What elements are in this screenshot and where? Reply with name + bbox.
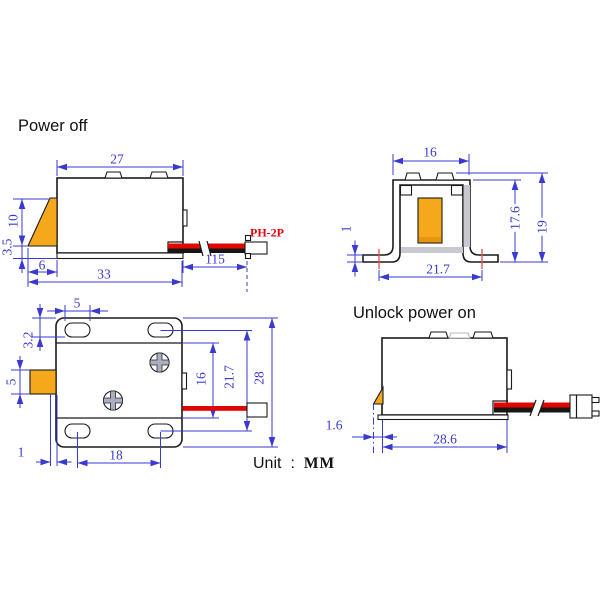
cable-power-off — [168, 234, 268, 260]
dim-label-flange-gap: 16 — [193, 372, 209, 386]
lock-body-side — [56, 177, 184, 254]
bottom-shading — [401, 247, 463, 253]
base-plate-side — [56, 252, 184, 260]
top-bump — [428, 331, 449, 339]
corner-boss — [399, 184, 413, 196]
top-bump — [472, 331, 494, 339]
ph2p-connector — [246, 402, 268, 418]
dim-label-slot-length: 5 — [73, 295, 81, 311]
phillips-screw — [102, 390, 124, 411]
dim-label-body-depth: 28 — [251, 371, 267, 385]
unlock-dimensions — [352, 403, 508, 453]
latch-bolt-top — [29, 369, 57, 395]
dim-label-bolt-extend: 6 — [38, 257, 46, 273]
connector-type-label: PH-2P — [250, 225, 284, 240]
dim-label-height-total: 19 — [534, 218, 550, 236]
phillips-screw — [149, 352, 170, 373]
dim-label-body-width: 27 — [110, 151, 124, 167]
unit-note: Unit: MM — [253, 455, 335, 473]
dim-label-slot-inset: 3.2 — [20, 331, 36, 349]
ph2p-connector — [244, 241, 268, 255]
wall-shading — [463, 185, 470, 247]
dim-label-hole-pitch: 18 — [109, 447, 123, 463]
power-off-dimensions — [13, 160, 248, 292]
cable-top-view — [182, 402, 268, 418]
top-bump-hidden — [448, 332, 471, 339]
dim-label-overall-length: 33 — [97, 266, 111, 282]
top-bump — [435, 172, 455, 181]
top-bump — [404, 172, 422, 181]
dim-label-foot-span: 21.7 — [426, 261, 450, 277]
unit-separator: : — [290, 455, 295, 472]
top-bump — [104, 171, 123, 179]
side-tab — [182, 209, 188, 227]
end-view — [347, 154, 548, 281]
dim-label-bolt-width: 5 — [3, 378, 19, 386]
dim-label-retract: 1.6 — [325, 417, 343, 433]
dim-label-foot-thick: 1 — [338, 225, 354, 233]
dim-label-body-length: 28.6 — [433, 431, 457, 447]
lock-body-side — [381, 337, 508, 416]
dim-label-bolt-clear: 1 — [17, 444, 25, 460]
side-tab — [506, 369, 513, 390]
dim-label-bolt-lower: 3.5 — [0, 238, 15, 256]
unit-label: Unit — [253, 455, 282, 472]
connector-pin — [591, 396, 600, 404]
ph2p-connector — [569, 394, 593, 419]
wire-notch — [492, 400, 508, 415]
cable-break-symbol — [530, 400, 544, 416]
mounting-slot — [64, 322, 91, 338]
connector-pin — [591, 410, 600, 417]
corner-boss — [450, 184, 464, 196]
view-title-power-off: Power off — [18, 117, 88, 135]
base-plate-side — [377, 414, 509, 421]
top-view-dimensions — [11, 304, 278, 468]
dim-label-height-body: 17.6 — [507, 204, 523, 232]
unit-value: MM — [303, 455, 336, 472]
latch-bolt-end — [417, 197, 443, 244]
end-view-dimensions — [347, 154, 548, 281]
top-view — [11, 304, 278, 468]
dim-label-hole-span: 21.7 — [221, 365, 237, 389]
dim-label-bolt-height: 10 — [5, 214, 21, 228]
cable-unlock — [494, 394, 600, 419]
view-title-unlock: Unlock power on — [353, 304, 476, 322]
latch-bolt-extended — [27, 197, 58, 247]
power-off-view — [13, 160, 268, 292]
latch-bolt-retracted — [372, 385, 384, 405]
dim-label-cable-length: 115 — [205, 251, 225, 267]
unlock-view — [352, 331, 600, 453]
side-tab — [181, 372, 188, 390]
dim-label-top-width: 16 — [423, 144, 437, 160]
top-bump — [149, 171, 169, 179]
